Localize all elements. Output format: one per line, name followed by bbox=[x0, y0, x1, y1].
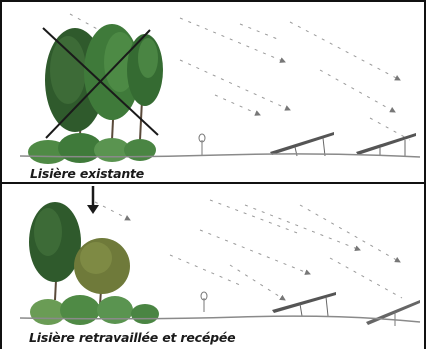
existing-trees bbox=[45, 24, 163, 141]
sapling-icon bbox=[198, 133, 206, 155]
reworked-trees bbox=[29, 202, 130, 306]
panel-divider bbox=[0, 182, 426, 184]
top-panel bbox=[19, 13, 421, 164]
wind-arrow-icon bbox=[94, 199, 403, 301]
solar-panel-icon bbox=[270, 132, 416, 157]
bottom-panel bbox=[19, 199, 421, 326]
ground-line bbox=[19, 315, 421, 323]
cross-mark-icon bbox=[42, 27, 159, 139]
caption-existing-edge: Lisière existante bbox=[30, 166, 145, 181]
solar-panel-icon bbox=[272, 292, 420, 326]
down-arrow-icon bbox=[87, 186, 99, 214]
sapling-icon bbox=[200, 291, 208, 312]
ground-line bbox=[19, 153, 421, 158]
reworked-shrubs bbox=[30, 295, 159, 325]
caption-reworked-edge: Lisière retravaillée et recépée bbox=[29, 330, 236, 345]
